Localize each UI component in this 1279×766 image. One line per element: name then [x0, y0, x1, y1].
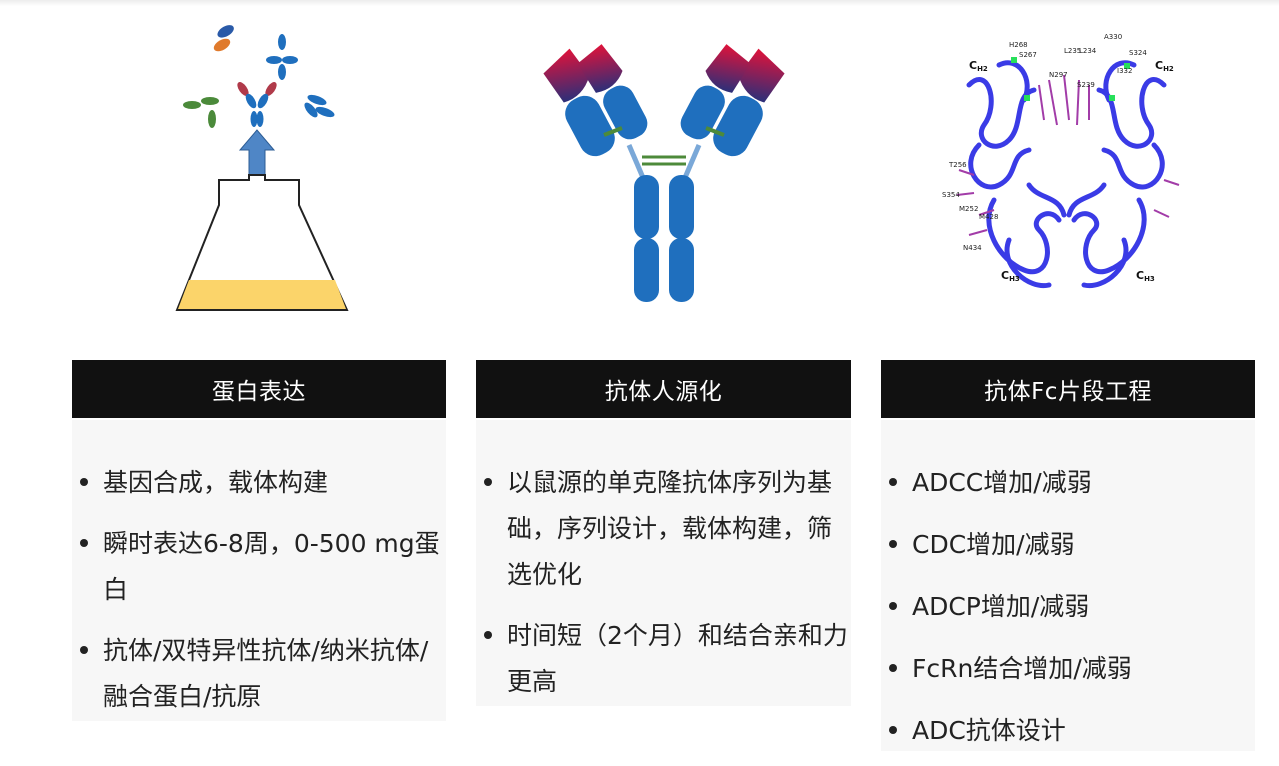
residue-label: M252: [959, 205, 978, 213]
list-item: 瞬时表达6-8周，0-500 mg蛋白: [72, 521, 446, 613]
list-item: ADCC增加/减弱: [881, 460, 1255, 506]
right-variable-region-a: [738, 48, 785, 103]
antibody-small-2: [266, 34, 298, 80]
bullet-list: 以鼠源的单克隆抗体序列为基础，序列设计，载体构建，筛选优化 时间短（2个月）和结…: [476, 420, 851, 705]
list-item: CDC增加/减弱: [881, 522, 1255, 568]
card-header-protein-expression: 蛋白表达: [72, 360, 446, 418]
residue-label: S267: [1019, 51, 1037, 59]
bullet-list: ADCC增加/减弱 CDC增加/减弱 ADCP增加/减弱 FcRn结合增加/减弱…: [881, 420, 1255, 754]
protein-expression-illustration: [72, 0, 446, 330]
ch3-right-label: CH3: [1136, 269, 1155, 283]
residue-label: I332: [1117, 67, 1132, 75]
flask-icon: [175, 25, 349, 311]
residue-label: N434: [963, 244, 982, 252]
list-item: 以鼠源的单克隆抗体序列为基础，序列设计，载体构建，筛选优化: [476, 460, 851, 598]
card-body-fc-engineering: ADCC增加/减弱 CDC增加/减弱 ADCP增加/减弱 FcRn结合增加/减弱…: [881, 420, 1255, 751]
residue-label: M428: [979, 213, 998, 221]
list-item: ADC抗体设计: [881, 708, 1255, 754]
ch2-left-label: CH2: [969, 59, 988, 73]
card-body-protein-expression: 基因合成，载体构建 瞬时表达6-8周，0-500 mg蛋白 抗体/双特异性抗体/…: [72, 420, 446, 721]
antibody-small-1: [213, 25, 234, 52]
residue-label: N297: [1049, 71, 1068, 79]
residue-label: L234: [1079, 47, 1097, 55]
antibody-icon: [543, 44, 785, 302]
residue-label: A330: [1104, 33, 1122, 41]
right-variable-region-b: [705, 44, 751, 93]
bullet-list: 基因合成，载体构建 瞬时表达6-8周，0-500 mg蛋白 抗体/双特异性抗体/…: [72, 420, 446, 720]
antibody-small-4: [237, 82, 277, 127]
left-variable-region-b: [577, 44, 623, 93]
list-item: 抗体/双特异性抗体/纳米抗体/融合蛋白/抗原: [72, 628, 446, 720]
ch2-right-label: CH2: [1155, 59, 1174, 73]
residue-label: S324: [1129, 49, 1147, 57]
residue-label: S354: [942, 191, 960, 199]
list-item: FcRn结合增加/减弱: [881, 646, 1255, 692]
left-variable-region-a: [543, 48, 590, 103]
antibody-humanization-illustration: [476, 0, 851, 330]
antibody-small-3: [183, 97, 219, 128]
residue-label: H268: [1009, 41, 1028, 49]
residue-label: T256: [948, 161, 967, 169]
card-body-antibody-humanization: 以鼠源的单克隆抗体序列为基础，序列设计，载体构建，筛选优化 时间短（2个月）和结…: [476, 420, 851, 706]
flask-liquid: [178, 280, 346, 309]
residue-label: L235: [1064, 47, 1081, 55]
top-shadow: [0, 0, 1279, 6]
flask-outline: [175, 174, 349, 311]
list-item: 时间短（2个月）和结合亲和力更高: [476, 613, 851, 705]
card-header-fc-engineering: 抗体Fc片段工程: [881, 360, 1255, 418]
fc-engineering-illustration: H268 S267 N297 L235 L234 A330 S324 I332 …: [881, 0, 1255, 330]
up-arrow: [238, 129, 276, 176]
fc-structure-icon: H268 S267 N297 L235 L234 A330 S324 I332 …: [942, 33, 1180, 289]
card-header-antibody-humanization: 抗体人源化: [476, 360, 851, 418]
antibody-small-5: [304, 94, 335, 118]
residue-label: S239: [1077, 81, 1095, 89]
list-item: ADCP增加/减弱: [881, 584, 1255, 630]
list-item: 基因合成，载体构建: [72, 460, 446, 506]
